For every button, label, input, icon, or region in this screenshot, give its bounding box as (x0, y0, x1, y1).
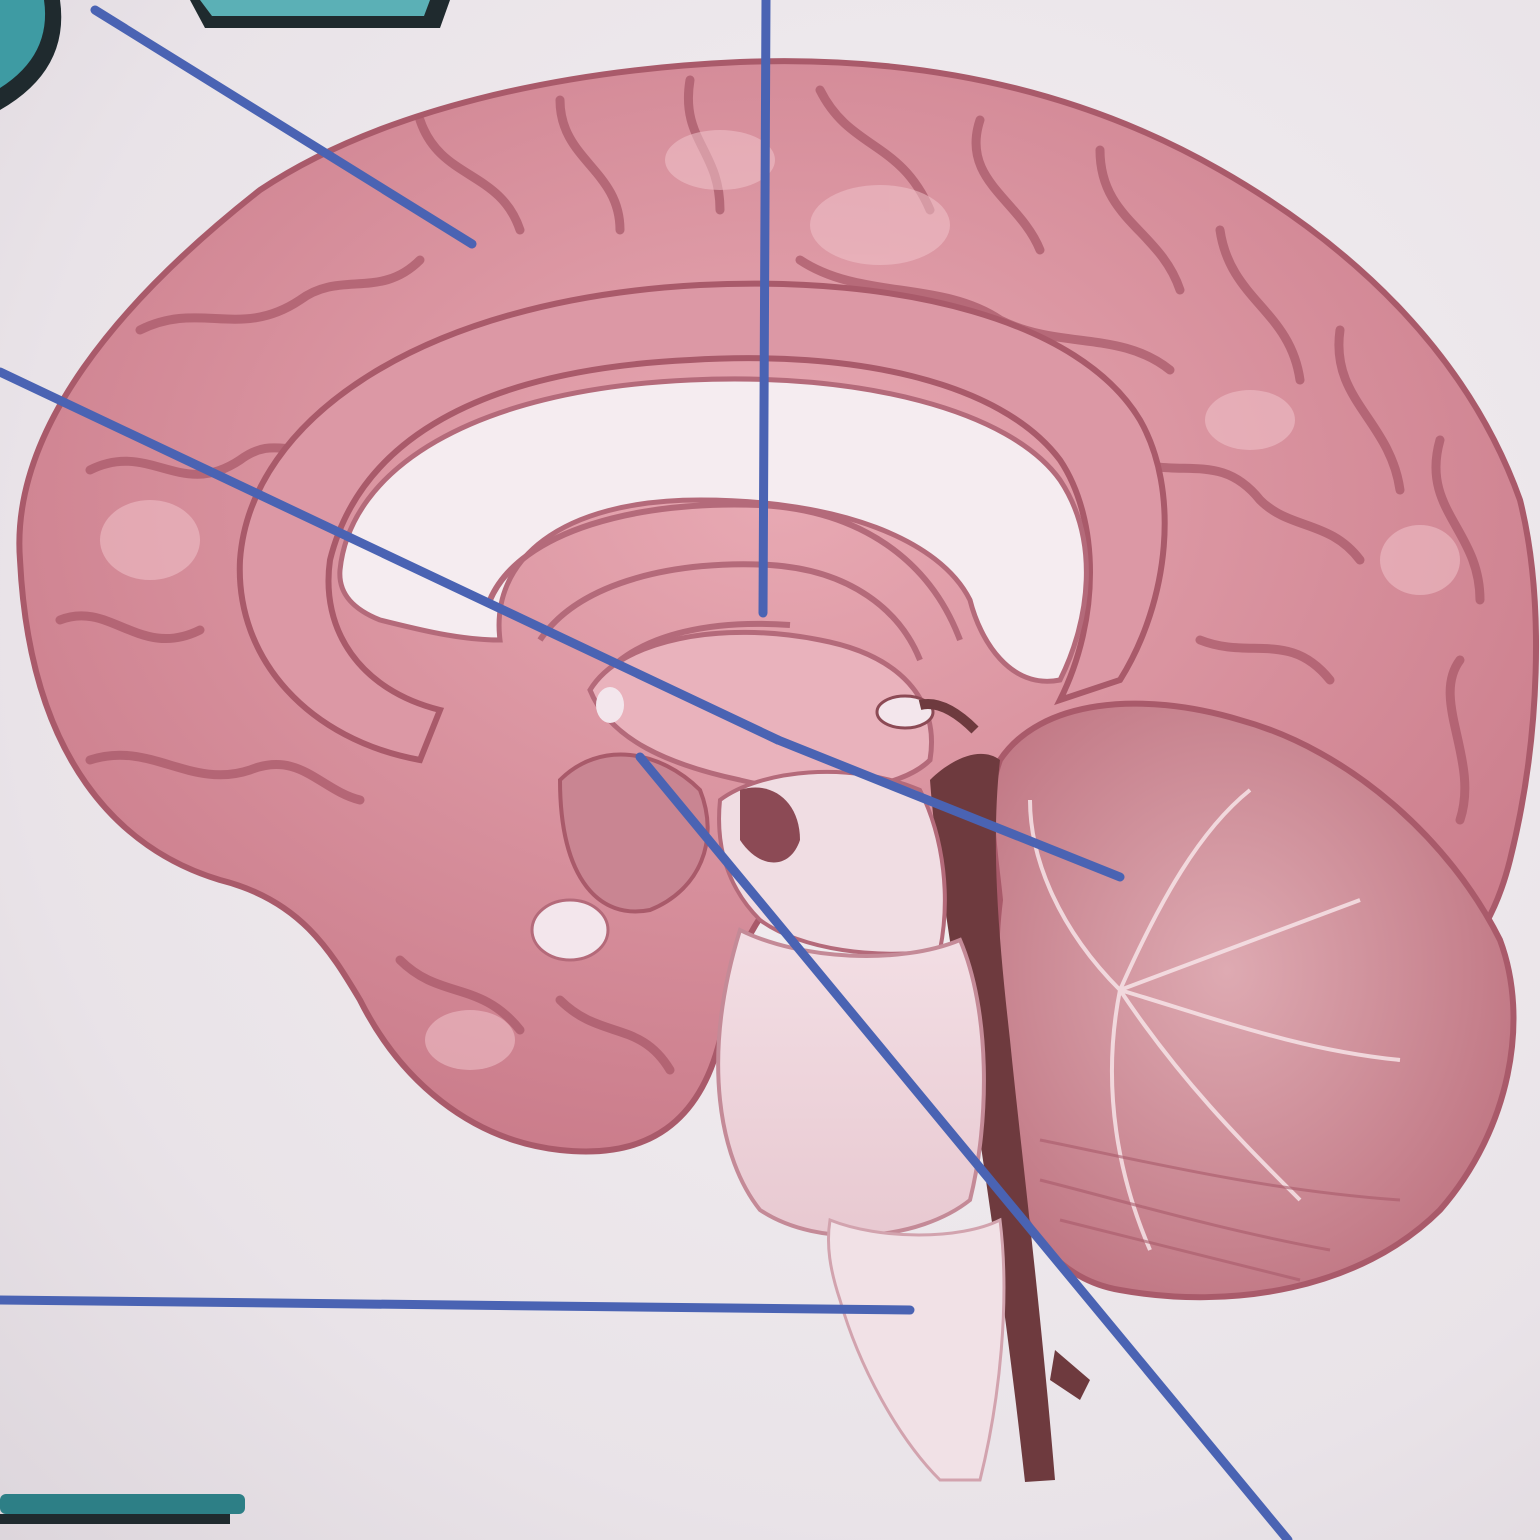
pineal-gland (875, 694, 935, 730)
cerebellum (989, 700, 1517, 1301)
pons (716, 927, 986, 1238)
leader-line-4 (773, 735, 1125, 882)
leader-line-1 (90, 5, 477, 249)
leader-line-3 (0, 367, 783, 745)
corpus-callosum (337, 376, 1089, 684)
leader-line-6 (635, 752, 1293, 1540)
thalamus (587, 629, 934, 793)
leader-line-5 (0, 1295, 915, 1315)
title-tab-top (0, 0, 450, 110)
title-tab-bottom (0, 1494, 245, 1524)
cingulate-gyrus (236, 280, 1168, 764)
fourth-ventricle (930, 753, 1055, 1482)
leader-line-2 (758, 0, 771, 618)
medulla (827, 1217, 1006, 1482)
